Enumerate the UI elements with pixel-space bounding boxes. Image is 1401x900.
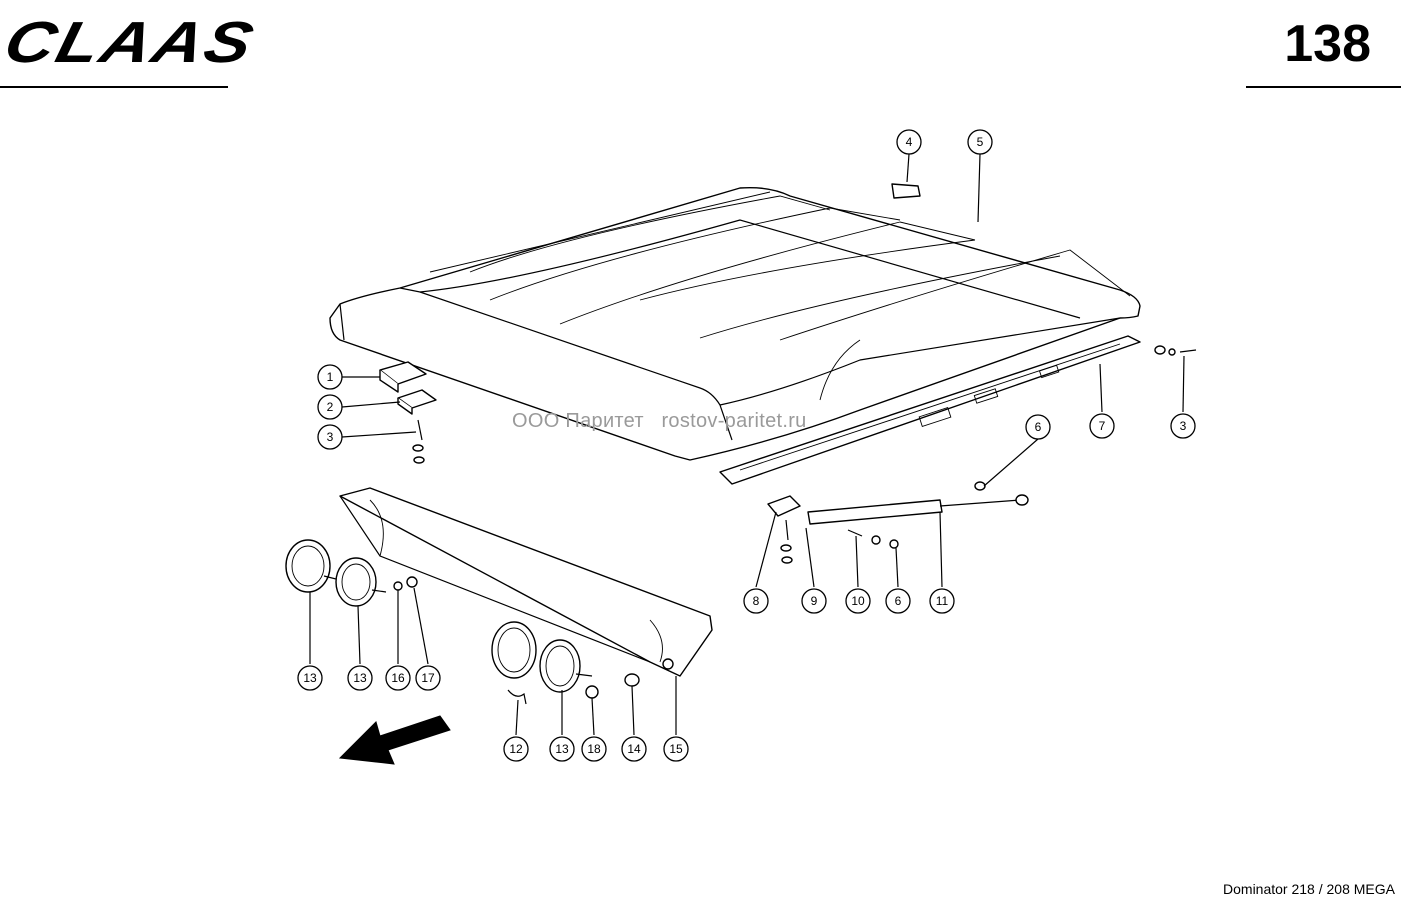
washer-16 [393, 581, 403, 591]
callout: 6 [1025, 414, 1051, 440]
model-footer: Dominator 218 / 208 MEGA [1223, 881, 1395, 897]
header-rule-left [0, 86, 228, 88]
callout: 9 [801, 588, 827, 614]
watermark: ООО Паритет rostov-paritet.ru [512, 410, 807, 432]
svg-text:15: 15 [669, 742, 683, 756]
work-lamp [335, 557, 387, 607]
callout: 13 [347, 665, 373, 691]
nut-9 [781, 556, 793, 564]
svg-text:6: 6 [895, 594, 902, 608]
callout: 17 [415, 665, 441, 691]
callout: 11 [929, 588, 955, 614]
washer-6 [871, 535, 881, 545]
callout: 13 [297, 665, 323, 691]
svg-text:17: 17 [421, 671, 435, 685]
svg-text:7: 7 [1099, 419, 1106, 433]
bolt-9 [785, 519, 789, 541]
bracket-1 [379, 361, 427, 393]
callout: 5 [967, 129, 993, 155]
bolt-3 [417, 419, 423, 441]
svg-text:5: 5 [977, 135, 984, 149]
svg-text:13: 13 [555, 742, 569, 756]
header-rule-right [1246, 86, 1401, 88]
gas-strut-11 [807, 481, 1029, 525]
callout: 3 [1170, 413, 1196, 439]
page-number: 138 [1284, 15, 1371, 73]
plate-4 [891, 183, 921, 199]
bolt-10 [847, 529, 863, 537]
nut-17 [406, 576, 418, 588]
callout: 18 [581, 736, 607, 762]
bracket-2 [397, 389, 437, 415]
callout: 7 [1089, 413, 1115, 439]
svg-text:1: 1 [327, 370, 334, 384]
nut-6 [889, 539, 899, 549]
bracket-8 [767, 495, 801, 517]
svg-text:6: 6 [1035, 420, 1042, 434]
callout: 4 [896, 129, 922, 155]
light-bar-15 [339, 487, 713, 677]
callout: 15 [663, 736, 689, 762]
callout: 6 [885, 588, 911, 614]
work-lamp [539, 639, 593, 693]
svg-text:16: 16 [391, 671, 405, 685]
plug-14 [624, 673, 640, 687]
svg-text:3: 3 [327, 430, 334, 444]
svg-text:9: 9 [811, 594, 818, 608]
svg-text:18: 18 [587, 742, 601, 756]
washer-9 [780, 544, 792, 552]
callout: 16 [385, 665, 411, 691]
svg-text:13: 13 [353, 671, 367, 685]
callout: 14 [621, 736, 647, 762]
side-rail [719, 335, 1141, 485]
roof-panel [329, 186, 1141, 461]
callout: 10 [845, 588, 871, 614]
svg-text:13: 13 [303, 671, 317, 685]
leader-lines [309, 153, 1185, 736]
svg-text:8: 8 [753, 594, 760, 608]
svg-text:12: 12 [509, 742, 523, 756]
cable-12 [507, 689, 527, 705]
svg-text:4: 4 [906, 135, 913, 149]
travel-direction-arrow-icon [338, 715, 451, 765]
nut-18 [585, 685, 599, 699]
washer [412, 444, 424, 452]
hardware-3-right [1154, 345, 1197, 356]
callout: 3 [317, 424, 343, 450]
callout: 12 [503, 736, 529, 762]
work-lamp [491, 621, 537, 679]
work-lamp [285, 539, 341, 593]
callout: 13 [549, 736, 575, 762]
svg-text:10: 10 [851, 594, 865, 608]
callout: 1 [317, 364, 343, 390]
callout: 8 [743, 588, 769, 614]
svg-text:14: 14 [627, 742, 641, 756]
svg-text:2: 2 [327, 400, 334, 414]
nut [413, 456, 425, 464]
svg-text:3: 3 [1180, 419, 1187, 433]
svg-text:11: 11 [936, 594, 949, 608]
callout: 2 [317, 394, 343, 420]
